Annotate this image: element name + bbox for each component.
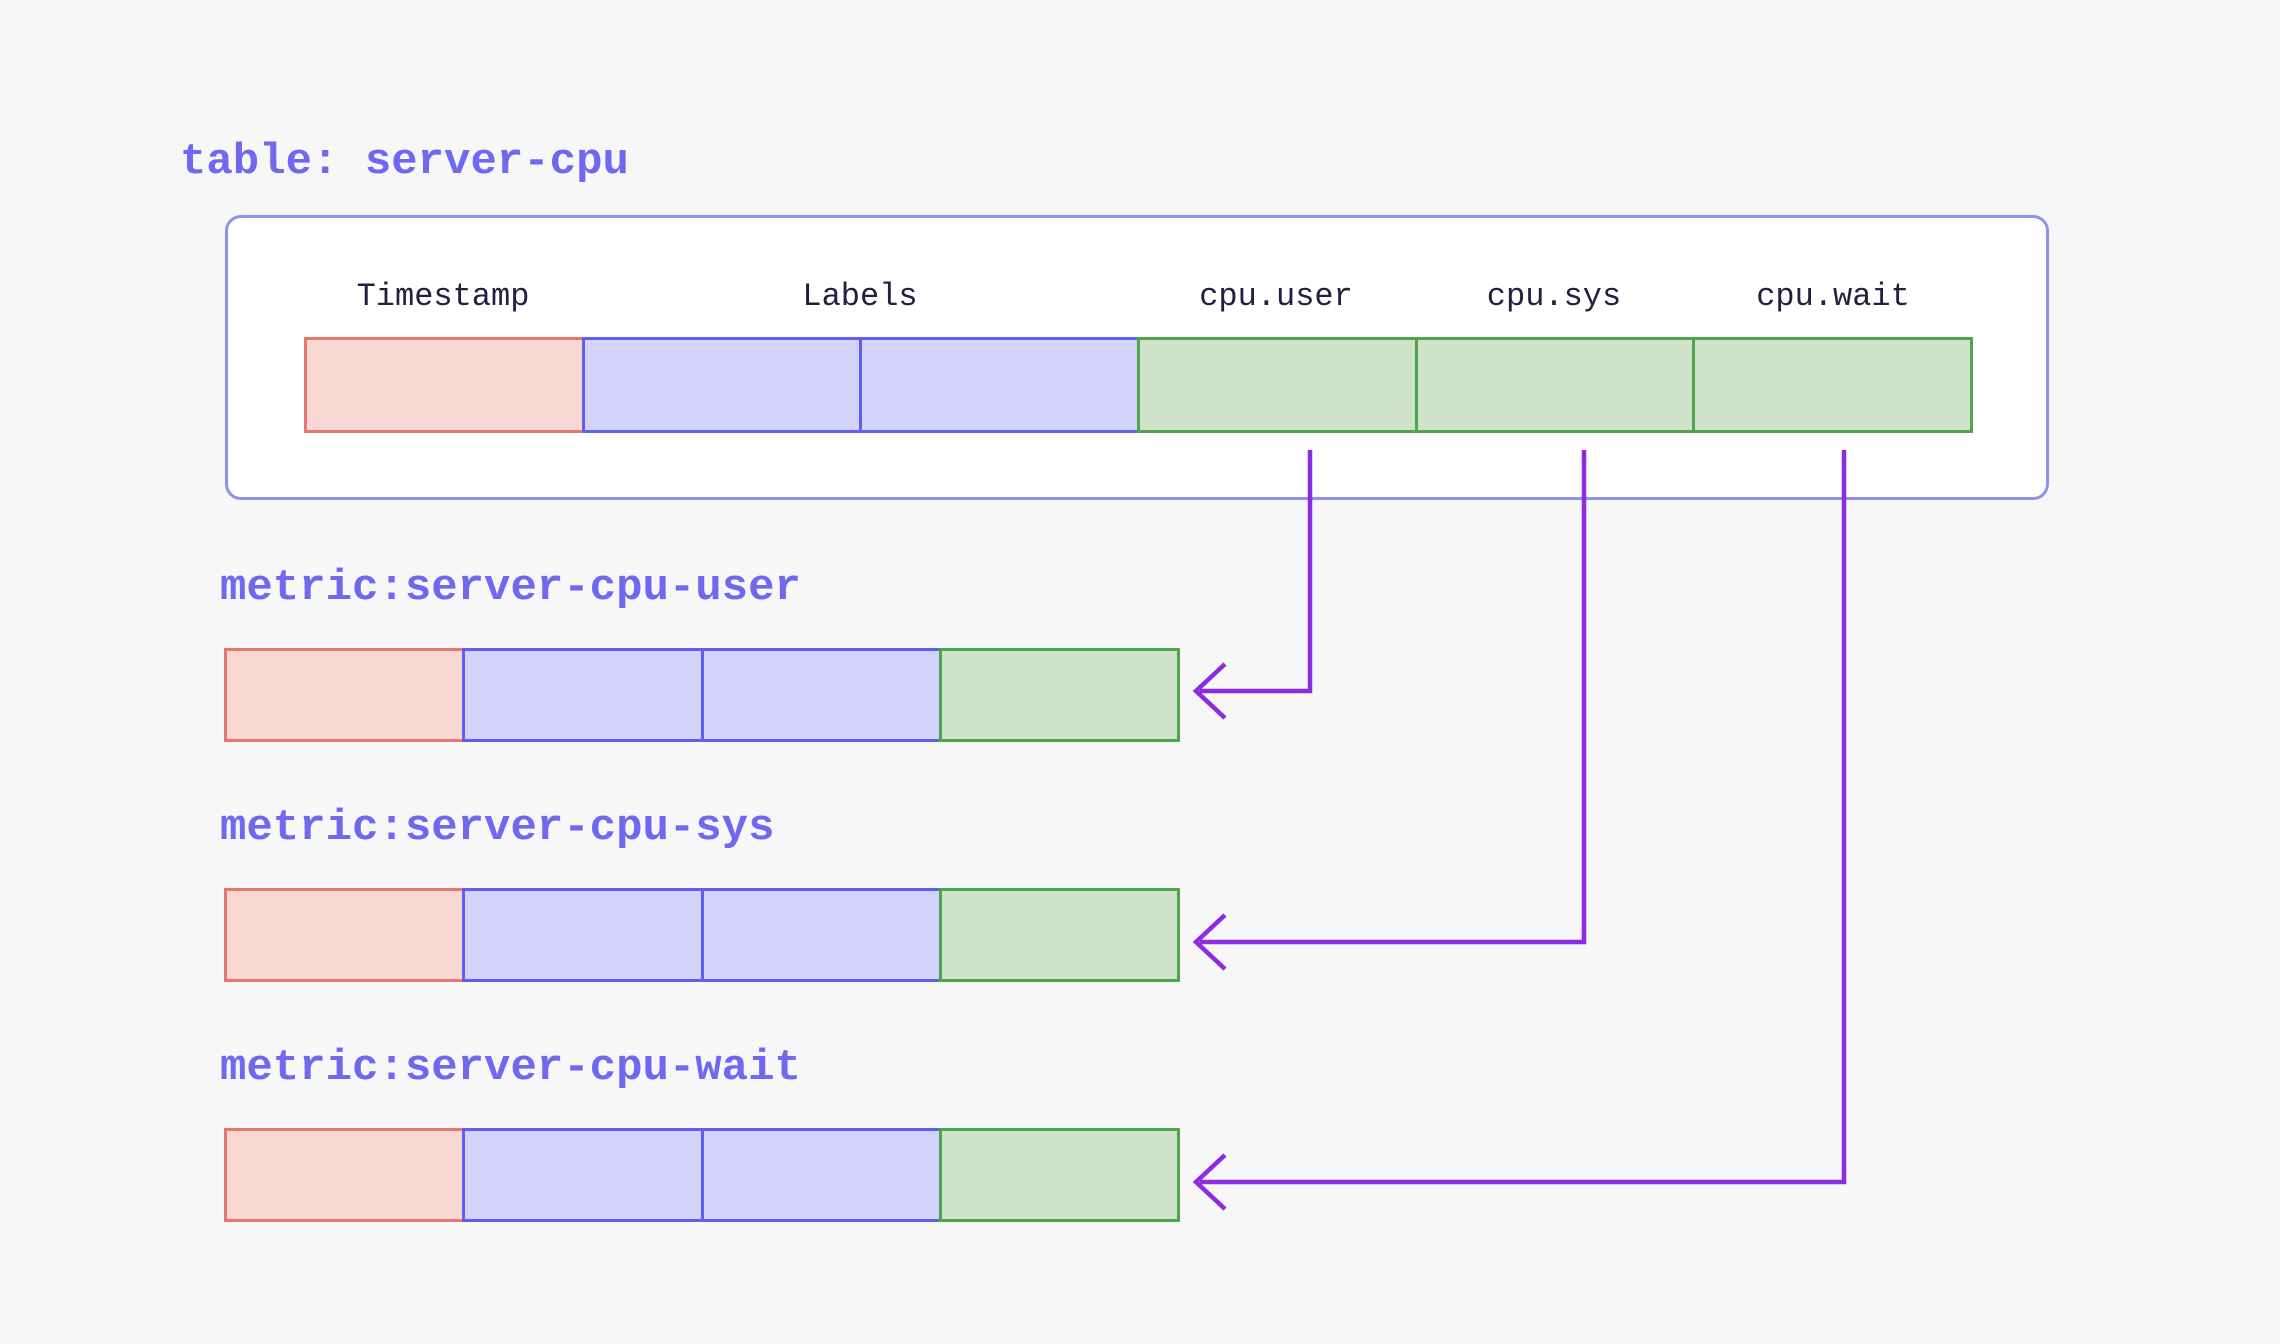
column-header-cpu-user: cpu.user (1199, 278, 1353, 315)
field-cell (938, 1128, 1180, 1222)
arrow-cpu-wait-to-metric (1192, 450, 1847, 1211)
field-cell (938, 648, 1180, 742)
labels-cell (581, 337, 863, 433)
metric-row-cpu-user (224, 648, 1180, 742)
metric-row-cpu-wait (224, 1128, 1180, 1222)
column-header-labels: Labels (802, 278, 918, 315)
table-row (304, 337, 1974, 433)
field-cell (938, 888, 1180, 982)
column-header-timestamp: Timestamp (356, 278, 530, 315)
column-header-cpu-sys: cpu.sys (1486, 278, 1622, 315)
field-cell (1414, 337, 1696, 433)
labels-cell (462, 1128, 704, 1222)
field-cell (1692, 337, 1974, 433)
table-title: table: server-cpu (180, 137, 629, 187)
arrow-cpu-sys-to-metric (1192, 450, 1587, 971)
metric-label-cpu-sys: metric:server-cpu-sys (220, 803, 775, 853)
timestamp-cell (304, 337, 585, 433)
column-header-cpu-wait: cpu.wait (1756, 278, 1910, 315)
timestamp-cell (224, 648, 466, 742)
labels-cell (700, 648, 942, 742)
metric-label-cpu-user: metric:server-cpu-user (220, 563, 801, 613)
labels-cell (859, 337, 1141, 433)
field-cell (1137, 337, 1418, 433)
metric-label-cpu-wait: metric:server-cpu-wait (220, 1043, 801, 1093)
timestamp-cell (224, 888, 466, 982)
labels-cell (462, 888, 704, 982)
labels-cell (700, 888, 942, 982)
metric-row-cpu-sys (224, 888, 1180, 982)
labels-cell (462, 648, 704, 742)
labels-cell (700, 1128, 942, 1222)
timestamp-cell (224, 1128, 466, 1222)
